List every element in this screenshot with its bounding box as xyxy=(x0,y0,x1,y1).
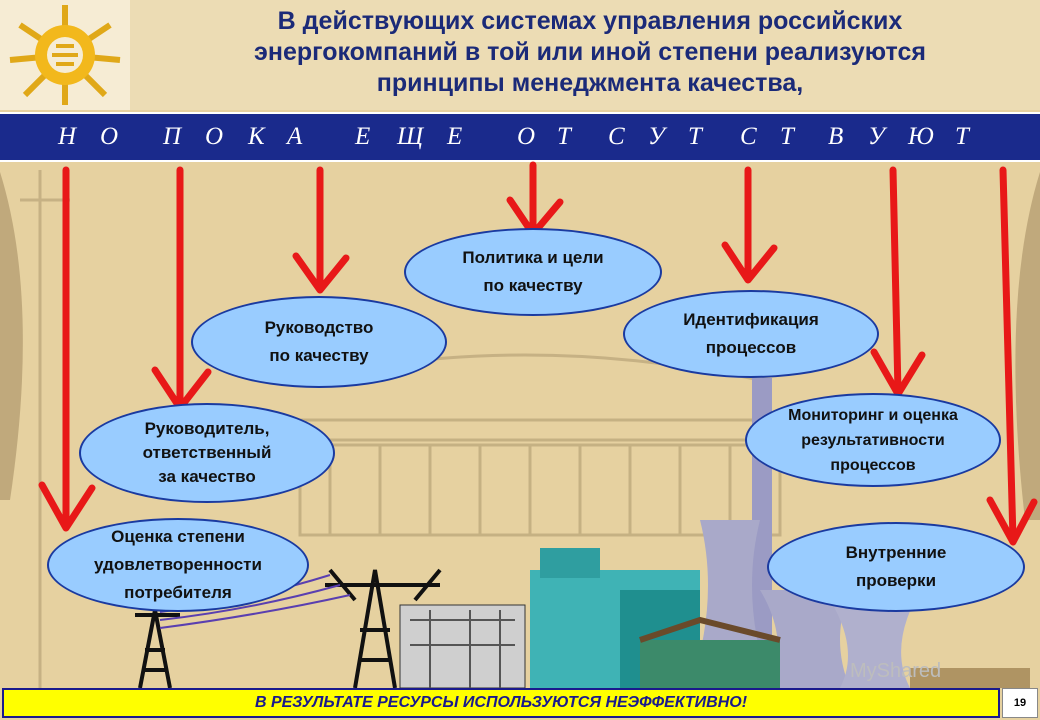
banner-letter: В xyxy=(828,123,844,150)
banner-letter: Т xyxy=(557,123,571,150)
identification-ellipse: Идентификация процессов xyxy=(623,290,879,378)
banner-letter: П xyxy=(163,123,182,150)
banner-letter: О xyxy=(100,123,119,150)
banner-letter: Е xyxy=(447,123,463,150)
slide-title: В действующих системах управления россий… xyxy=(150,6,1030,99)
banner-letter: О xyxy=(517,123,536,150)
monitoring-label: Мониторинг и оценка результативности про… xyxy=(788,406,958,474)
conclusion-text: В РЕЗУЛЬТАТЕ РЕСУРСЫ ИСПОЛЬЗУЮТСЯ НЕЭФФЕ… xyxy=(254,694,748,711)
title-line-1: В действующих системах управления россий… xyxy=(277,7,903,35)
banner-letter: Е xyxy=(355,123,371,150)
watermark: MyShared xyxy=(850,660,942,682)
banner-letter: К xyxy=(248,123,265,150)
policy-label: Политика и цели по качеству xyxy=(462,248,604,295)
identification-label: Идентификация процессов xyxy=(683,310,819,357)
banner-letter: О xyxy=(205,123,224,150)
monitoring-ellipse: Мониторинг и оценка результативности про… xyxy=(745,393,1001,487)
leadership-label: Руководство по качеству xyxy=(264,318,374,365)
sun-logo-icon xyxy=(9,5,121,105)
title-line-3: принципы менеджмента качества, xyxy=(376,69,804,97)
banner-letter: Т xyxy=(688,123,702,150)
company-logo xyxy=(0,0,130,110)
banner-letter: С xyxy=(740,123,757,150)
audits-ellipse: Внутренние проверки xyxy=(767,522,1025,612)
missing-banner: Н О П О К А Е Щ Е О Т С У Т С Т В У Ю Т xyxy=(0,112,1040,162)
banner-letter: Ю xyxy=(908,123,934,150)
manager-label: Руководитель, ответственный за качество xyxy=(142,419,272,486)
banner-letter: С xyxy=(608,123,625,150)
leadership-ellipse: Руководство по качеству xyxy=(191,296,447,388)
banner-letter: Щ xyxy=(397,123,424,150)
banner-letter: А xyxy=(287,123,303,150)
policy-ellipse: Политика и цели по качеству xyxy=(404,228,662,316)
banner-letter: У xyxy=(868,123,885,150)
satisfaction-ellipse: Оценка степени удовлетворенности потреби… xyxy=(47,518,309,612)
banner-letter: У xyxy=(648,123,665,150)
conclusion-bar: В РЕЗУЛЬТАТЕ РЕСУРСЫ ИСПОЛЬЗУЮТСЯ НЕЭФФЕ… xyxy=(2,688,1000,718)
satisfaction-label: Оценка степени удовлетворенности потреби… xyxy=(94,527,262,602)
audits-label: Внутренние проверки xyxy=(845,543,947,590)
page-number: 19 xyxy=(1002,688,1038,718)
manager-ellipse: Руководитель, ответственный за качество xyxy=(79,403,335,503)
banner-letter: Т xyxy=(955,123,969,150)
banner-letter: Н xyxy=(58,123,77,150)
title-line-2: энергокомпаний в той или иной степени ре… xyxy=(254,38,926,66)
banner-letter: Т xyxy=(780,123,794,150)
